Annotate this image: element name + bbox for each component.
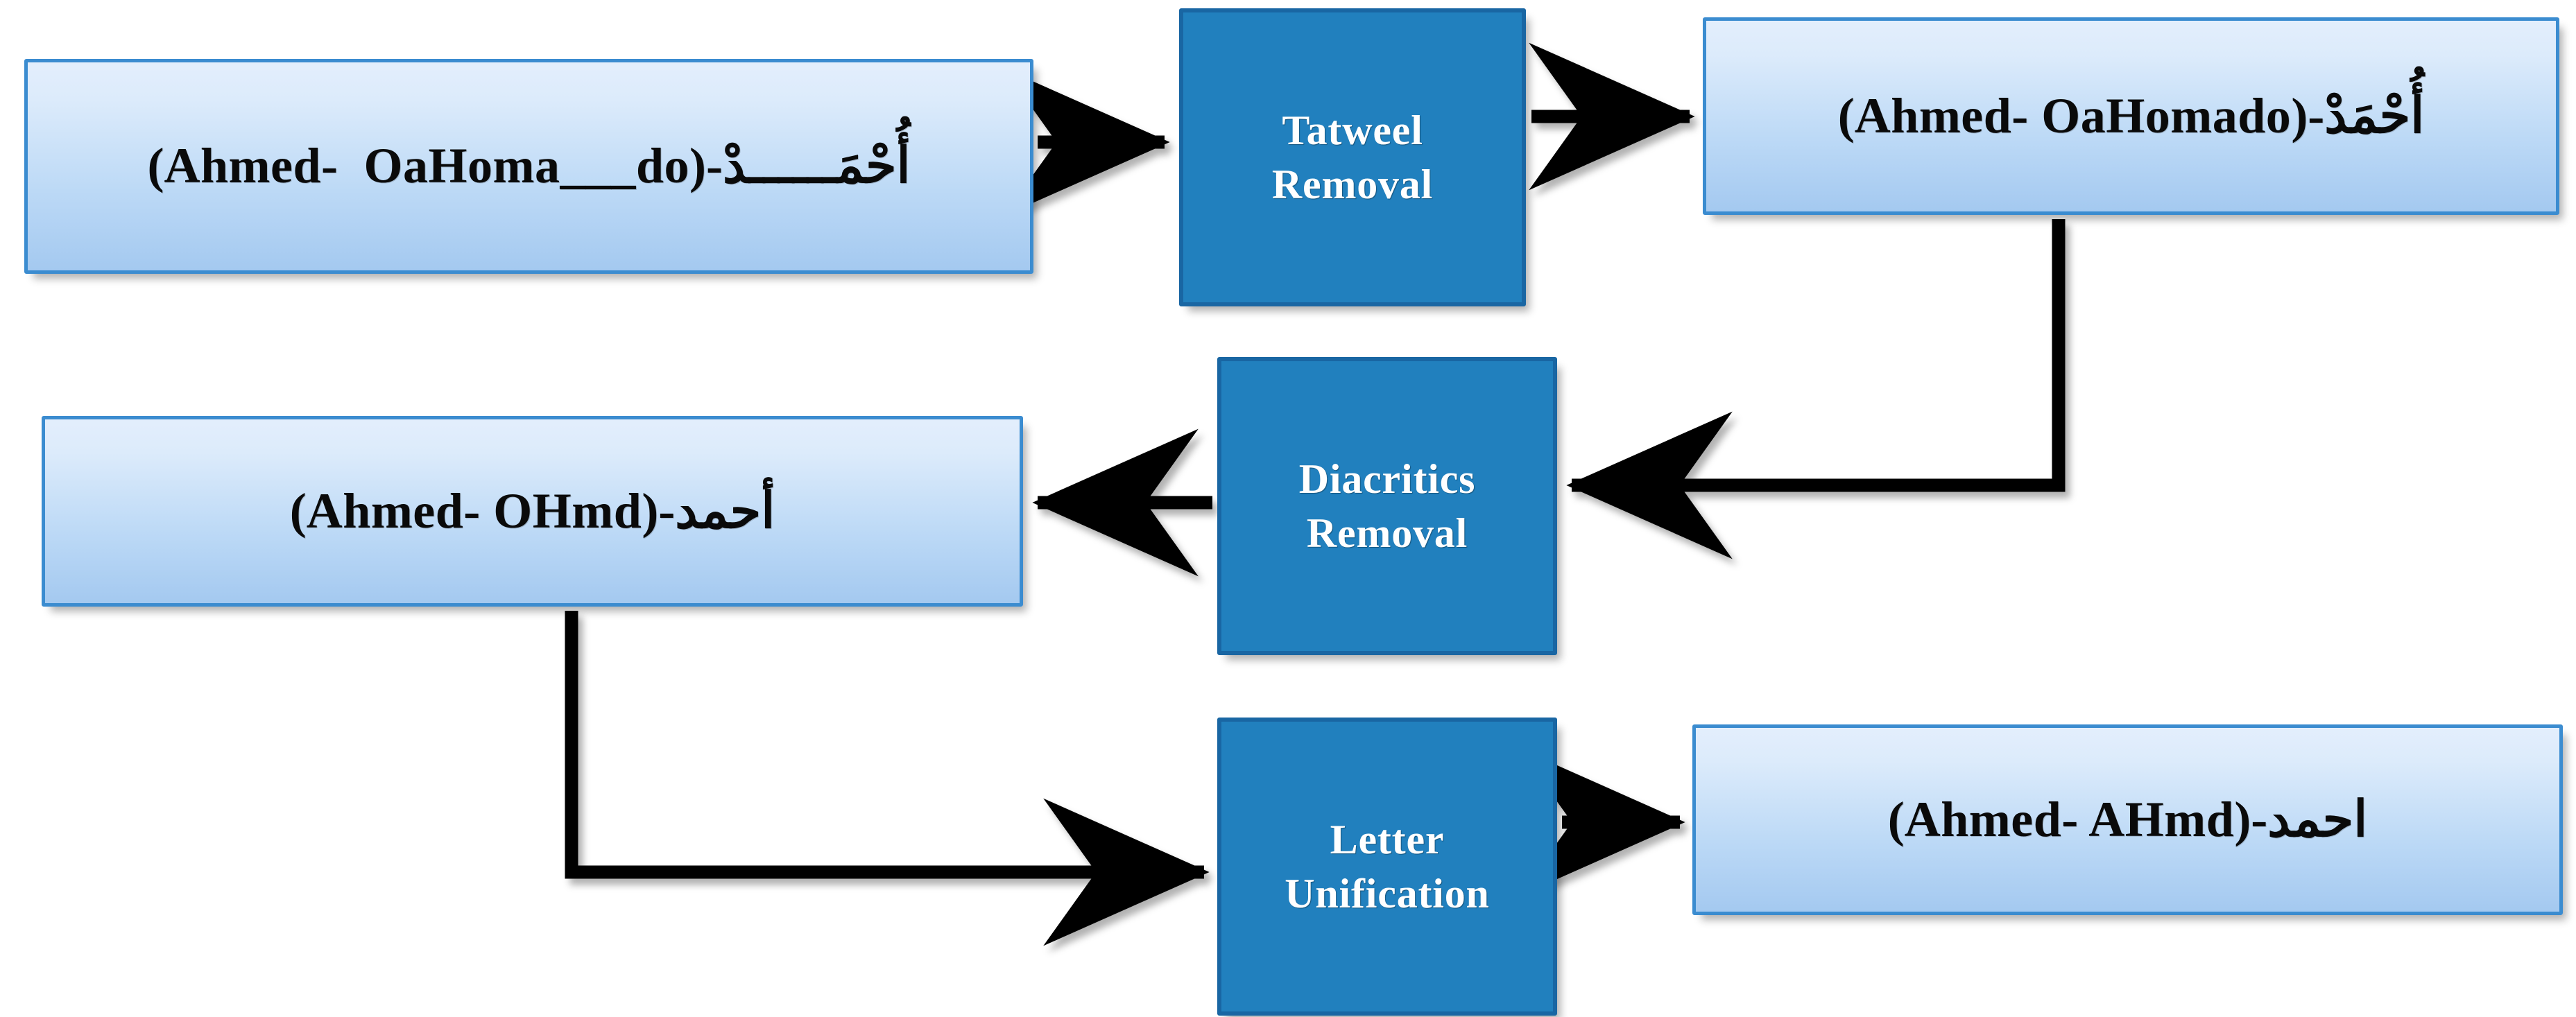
node-tatweel-removal-label: Tatweel Removal [1271,107,1434,207]
node-after-tatweel-removal-label: أُحْمَدْ-(Ahmed- OaHomado) [1837,87,2425,144]
edge-output-to-diacritics [1566,219,2066,559]
node-letter-unification-label: Letter Unification [1285,817,1490,916]
node-tatweel-removal[interactable]: Tatweel Removal [1179,8,1526,306]
node-after-diacritics-removal[interactable]: أحمد-(Ahmed- OHmd) [42,416,1023,607]
node-after-letter-unification-label: احمد-(Ahmed- AHmd) [1887,791,2368,847]
edge-output-to-letter-unification [565,611,1210,946]
node-diacritics-removal[interactable]: Diacritics Removal [1217,357,1557,655]
node-source-word[interactable]: أُحْمَــــــدْ-(Ahmed- OaHoma___do) [24,59,1033,274]
node-after-tatweel-removal[interactable]: أُحْمَدْ-(Ahmed- OaHomado) [1703,17,2559,215]
node-after-letter-unification[interactable]: احمد-(Ahmed- AHmd) [1692,724,2563,915]
node-diacritics-removal-label: Diacritics Removal [1298,456,1476,556]
node-source-word-label: أُحْمَــــــدْ-(Ahmed- OaHoma___do) [147,138,911,194]
node-after-diacritics-removal-label: أحمد-(Ahmed- OHmd) [289,483,775,539]
node-letter-unification[interactable]: Letter Unification [1217,718,1557,1016]
